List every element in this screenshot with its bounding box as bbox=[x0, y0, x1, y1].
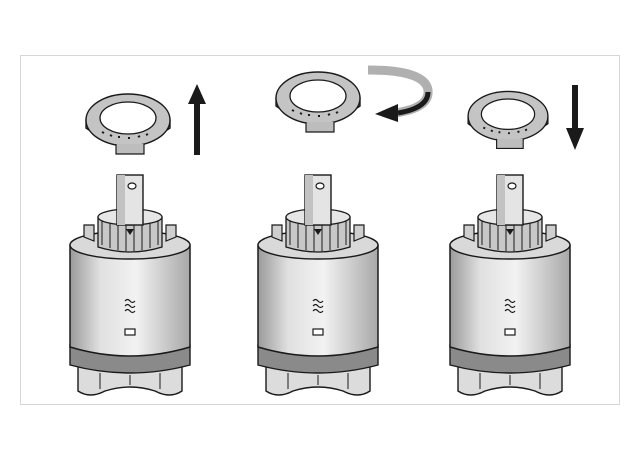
rotate-arrow-icon bbox=[367, 65, 433, 122]
adjustment-ring-2 bbox=[275, 71, 361, 133]
step-3-lower-ring bbox=[449, 85, 584, 396]
cartridge-1 bbox=[69, 174, 191, 396]
arrow-down-icon bbox=[566, 85, 584, 150]
adjustment-ring-3 bbox=[467, 90, 549, 150]
illustration-frame bbox=[20, 55, 620, 405]
cartridge-2 bbox=[257, 174, 379, 396]
step-2-rotate-ring bbox=[257, 65, 433, 396]
step-1-lift-ring bbox=[69, 84, 206, 396]
cartridge-3 bbox=[449, 174, 571, 396]
adjustment-ring-1 bbox=[85, 93, 171, 155]
arrow-up-icon bbox=[188, 84, 206, 155]
